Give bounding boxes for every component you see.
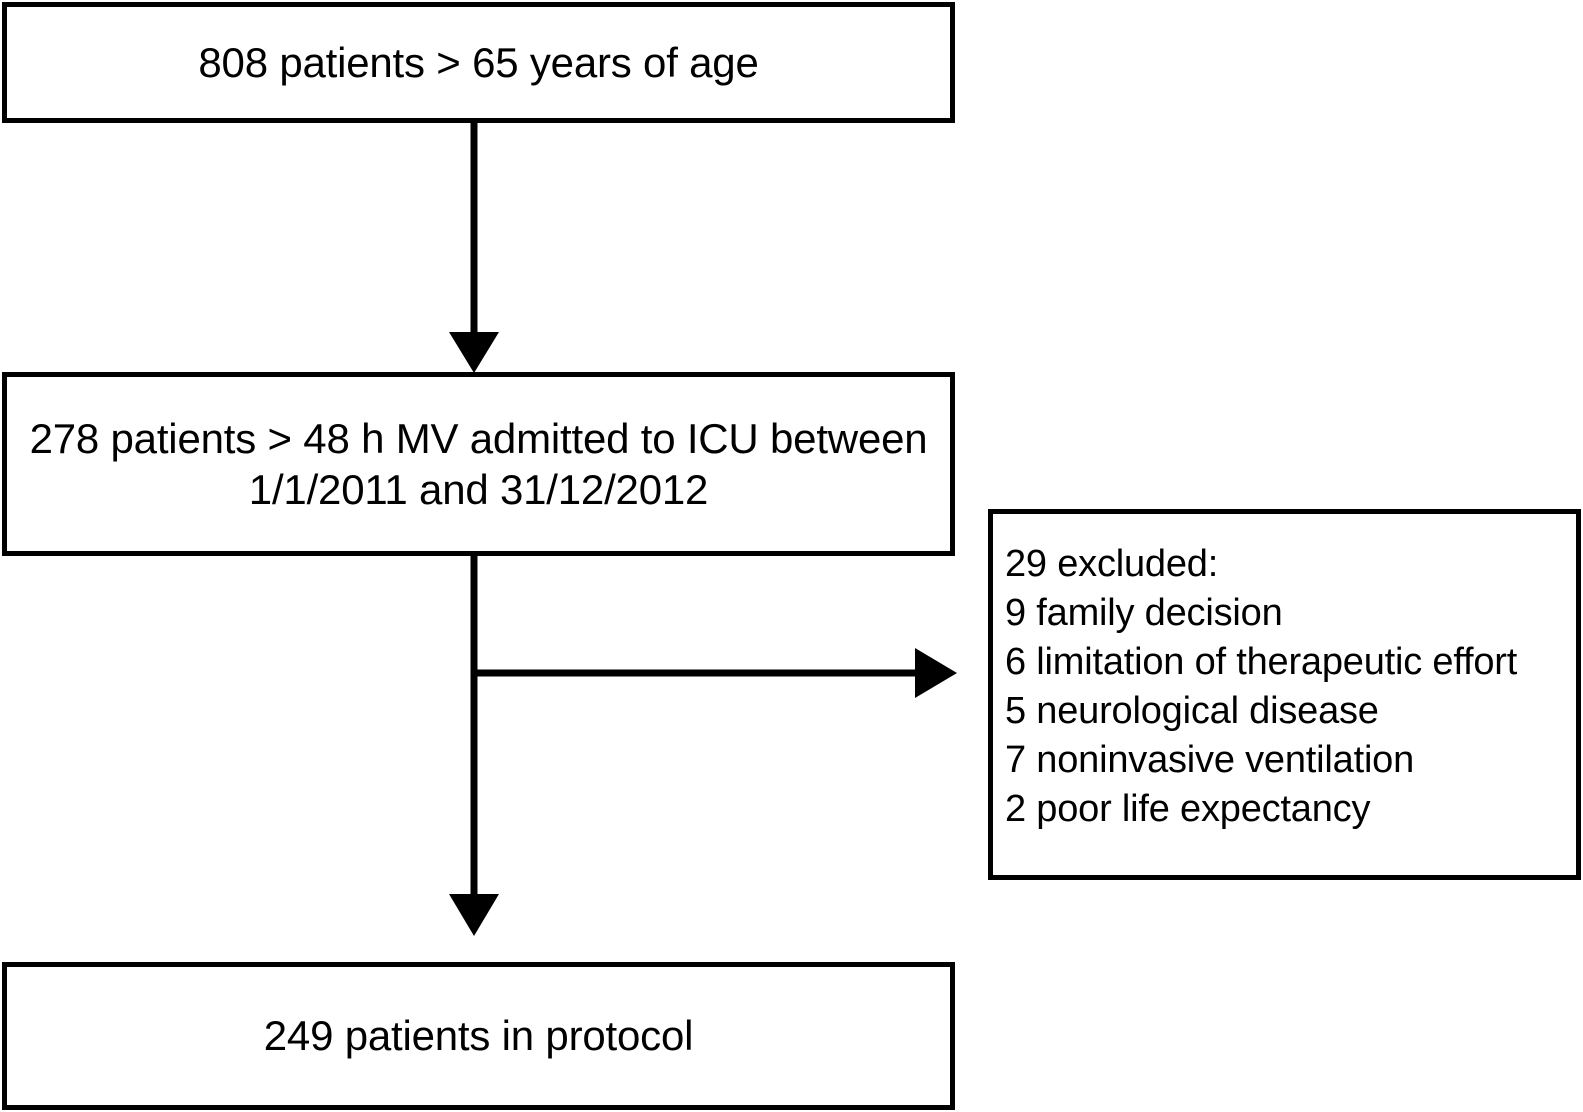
node-eligible: 278 patients > 48 h MV admitted to ICU b… bbox=[2, 372, 955, 556]
arrow-enrolled-to-eligible bbox=[449, 123, 499, 373]
excluded-heading: 29 excluded: bbox=[1005, 543, 1219, 585]
excluded-reason-0: 9 family decision bbox=[1005, 592, 1283, 634]
node-protocol-label: 249 patients in protocol bbox=[263, 1012, 694, 1060]
node-excluded: 29 excluded: 9 family decision 6 limitat… bbox=[988, 509, 1581, 880]
arrow-eligible-to-excluded bbox=[474, 648, 957, 698]
excluded-reason-list: 29 excluded: 9 family decision 6 limitat… bbox=[1005, 540, 1576, 834]
node-enrolled: 808 patients > 65 years of age bbox=[2, 2, 955, 123]
excluded-reason-3: 7 noninvasive ventilation bbox=[1005, 739, 1415, 781]
arrow-eligible-to-protocol bbox=[449, 556, 499, 936]
excluded-reason-1: 6 limitation of therapeutic effort bbox=[1005, 641, 1518, 683]
excluded-reason-4: 2 poor life expectancy bbox=[1005, 788, 1371, 830]
node-protocol: 249 patients in protocol bbox=[2, 962, 955, 1110]
node-eligible-label: 278 patients > 48 h MV admitted to ICU b… bbox=[29, 414, 928, 513]
excluded-reason-2: 5 neurological disease bbox=[1005, 690, 1379, 732]
node-enrolled-label: 808 patients > 65 years of age bbox=[198, 38, 759, 86]
